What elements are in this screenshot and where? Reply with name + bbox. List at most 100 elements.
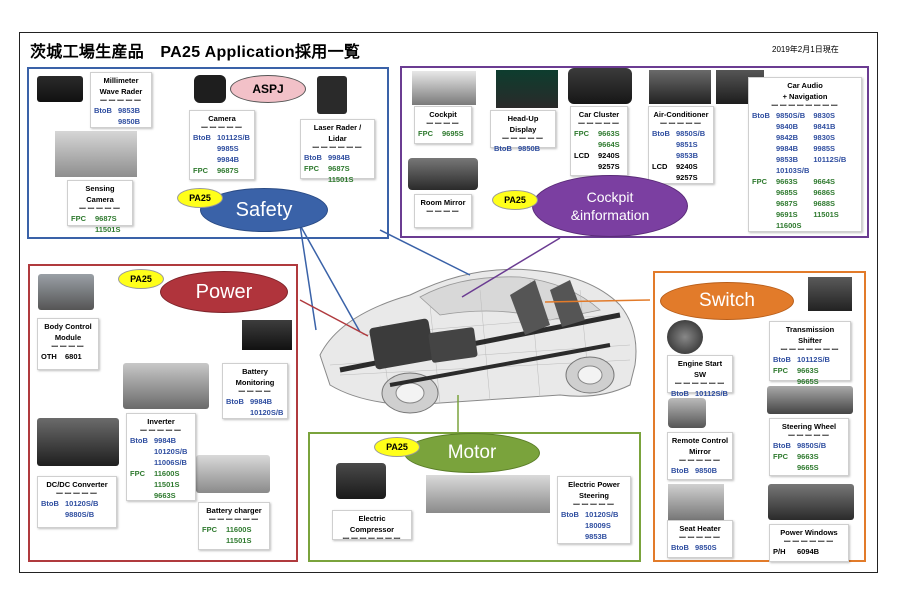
part-number: 9687S [95,214,117,223]
part-number: 9664S [598,140,620,149]
card-divider: ーーーー [426,207,460,216]
part-number: 11600S [226,525,252,534]
part-number: 10120S/B [154,447,188,456]
aspj-badge: ASPJ [230,75,306,103]
part-row: 9688S [813,198,846,209]
cockpit-information-label: Cockpit &information [532,175,688,237]
part-row: 9985S [813,143,846,154]
part-type: BtoB [773,441,791,450]
part-type: FPC [130,469,145,478]
part-number: 9880S/B [65,510,95,519]
page-date: 2019年2月1日現在 [772,45,839,54]
millimeter-radar-image [37,76,83,102]
part-number: 9850B [118,117,141,126]
dcdc-converter-image [37,418,119,466]
card-title: Steering Wheel [781,422,837,431]
part-number: 9850S [695,543,717,552]
part-row: 9985S [193,143,251,154]
part-number: 9663S [776,177,798,186]
part-row: 9830S [813,132,846,143]
part-row: 9853B [652,150,710,161]
part-number: 9850S/B [676,129,706,138]
part-row: 9691S [752,209,809,220]
card-divider: ーーーーー [55,489,99,498]
part-number: 11501S [328,175,354,184]
part-number: 11501S [95,225,121,234]
pa25-badge-power: PA25 [118,269,164,289]
part-number: 9850B [518,144,541,153]
card-title: Camera [208,114,236,123]
part-number: 9664S [813,177,836,186]
card-divider: ーーーーー [678,533,722,542]
part-row: 9841B [813,121,846,132]
part-row: 11501S [813,209,846,220]
part-type: BtoB [671,543,689,552]
part-type: BtoB [671,466,689,475]
part-row: 10120S/B [226,407,284,418]
card-title: Room Mirror [420,198,466,207]
part-number: 9240S [598,151,620,160]
card-title: Car Audio [787,81,823,90]
part-type: BtoB [41,499,59,508]
part-number: 9240S [676,162,698,171]
part-number: 9841B [813,122,836,131]
electric-compressor-image [336,463,386,499]
part-type: BtoB [671,389,689,398]
part-row [813,165,846,176]
motor-label: Motor [404,433,540,473]
part-row: 10120S/B [130,446,192,457]
part-type: FPC [752,177,767,186]
part-type: LCD [574,151,590,160]
safety-label-text: Safety [235,198,293,221]
part-number: 9985S [813,144,836,153]
card-divider: ーーーー [238,387,272,396]
part-type: BtoB [304,153,322,162]
battery-monitoring-image [242,320,292,350]
part-number: 9687S [217,166,239,175]
part-row: 9685S [752,187,809,198]
power-windows-image [768,484,854,520]
part-row: 11501S [304,174,371,185]
card-divider: ーーーー [51,342,85,351]
part-row: 9853B [752,154,809,165]
part-row: 9851S [652,139,710,150]
card-divider: ーーーーー [501,134,545,143]
motor-label-text: Motor [447,442,497,463]
part-number: 9687S [328,164,350,173]
lidar-image [317,76,347,114]
part-row: 9257S [652,172,710,183]
part-row: 9686S [813,187,846,198]
part-number: 9985S [217,144,239,153]
card-divider: ーーーーーーー [780,345,840,354]
pa25-badge-motor: PA25 [374,437,420,457]
part-row: 11006S/B [130,457,192,468]
steering-wheel-image [767,386,853,414]
part-type: FPC [202,525,217,534]
part-row: 9850B [94,116,148,127]
part-number: 9840B [776,122,799,131]
part-row: 11501S [130,479,192,490]
engine-start-sw-image [667,320,703,354]
cockpit-section [400,66,869,238]
